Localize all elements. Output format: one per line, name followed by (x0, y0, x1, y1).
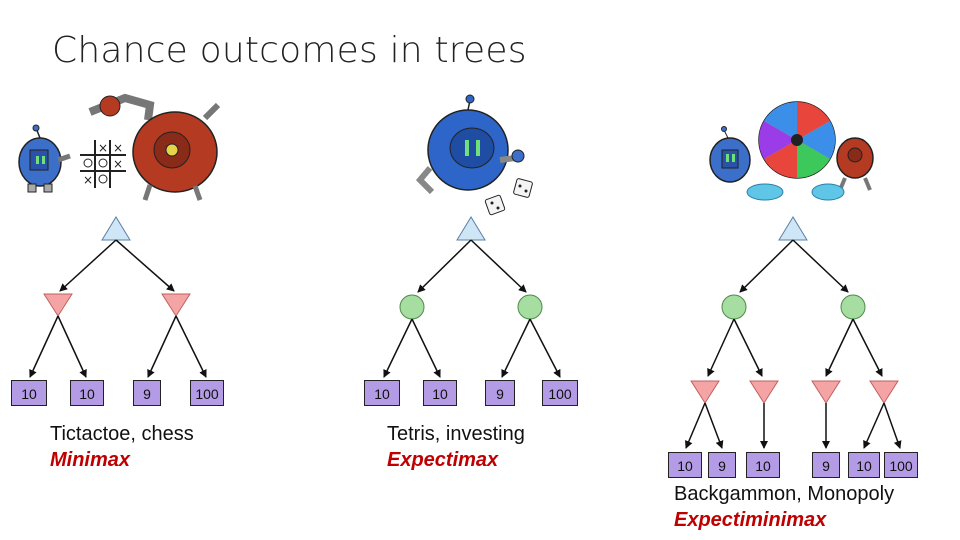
leaf-value: 9 (708, 452, 736, 478)
blue-robot-icon (18, 124, 71, 193)
leaf-value: 10 (364, 380, 400, 406)
max-node (456, 216, 486, 241)
leaf-value: 10 (11, 380, 47, 406)
chance-node (721, 294, 747, 320)
robots-tictactoe-illustration: × × × × (18, 93, 221, 201)
game-examples: Tetris, investing (387, 423, 525, 445)
algorithm-name: Minimax (50, 449, 131, 471)
tictactoe-board-icon: × × × × (80, 140, 126, 188)
leaf-value: 100 (884, 452, 918, 478)
min-node (161, 293, 191, 317)
blue-robot-icon (415, 94, 525, 195)
blue-robot-icon (709, 126, 751, 183)
max-node (101, 216, 131, 241)
leaf-value: 9 (133, 380, 161, 406)
min-node (749, 380, 779, 404)
slide-title: Chance outcomes in trees (52, 30, 527, 71)
expectiminimax-tree (685, 216, 902, 449)
red-robot-icon (88, 93, 221, 201)
game-examples: Backgammon, Monopoly (674, 483, 895, 505)
minimax-caption: Tictactoe, chess Minimax (50, 421, 194, 473)
algorithm-name: Expectimax (387, 449, 499, 471)
min-node (811, 380, 841, 404)
chance-node (840, 294, 866, 320)
robots-prize-wheel-illustration (709, 101, 874, 201)
red-robot-icon (836, 137, 874, 191)
svg-text:×: × (113, 157, 123, 171)
expectiminimax-caption: Backgammon, Monopoly Expectiminimax (674, 481, 894, 533)
leaf-value: 100 (542, 380, 578, 406)
leaf-value: 10 (423, 380, 457, 406)
prize-pile-icon (746, 183, 845, 201)
algorithm-name: Expectiminimax (674, 509, 827, 531)
min-node (43, 293, 73, 317)
leaf-value: 9 (485, 380, 515, 406)
robot-dice-illustration (415, 94, 533, 216)
min-node (869, 380, 899, 404)
svg-text:×: × (98, 141, 108, 155)
prize-wheel-icon (758, 101, 836, 179)
leaf-value: 10 (668, 452, 702, 478)
minimax-tree (29, 216, 207, 378)
max-node (778, 216, 808, 241)
leaf-value: 10 (746, 452, 780, 478)
chance-node (399, 294, 425, 320)
svg-text:×: × (83, 173, 93, 187)
leaf-value: 9 (812, 452, 840, 478)
expectimax-tree (383, 216, 561, 378)
chance-node (517, 294, 543, 320)
leaf-value: 100 (190, 380, 224, 406)
min-node (690, 380, 720, 404)
expectimax-caption: Tetris, investing Expectimax (387, 421, 525, 473)
game-examples: Tictactoe, chess (50, 423, 194, 445)
dice-icon (484, 178, 533, 216)
svg-text:×: × (113, 141, 123, 155)
leaf-value: 10 (848, 452, 880, 478)
leaf-value: 10 (70, 380, 104, 406)
